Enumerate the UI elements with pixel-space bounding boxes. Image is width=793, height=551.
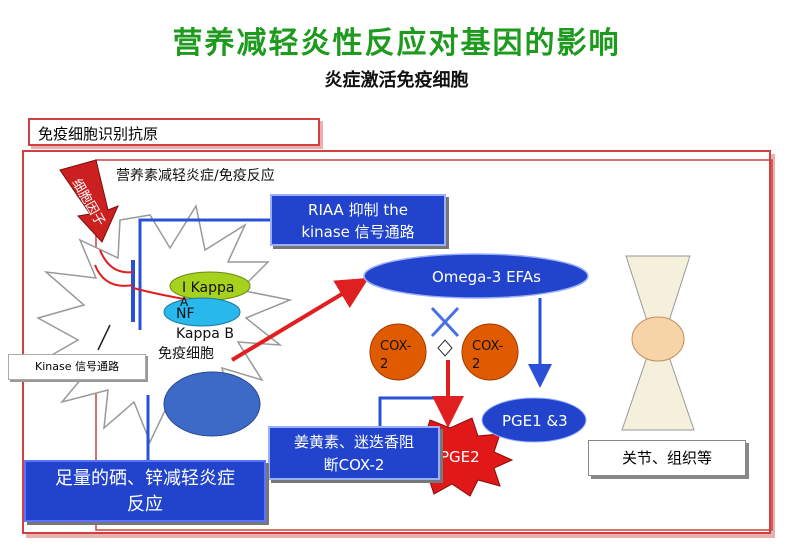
bone-lower bbox=[621, 353, 695, 431]
riaa-box: RIAA 抑制 the kinase 信号通路 bbox=[270, 194, 446, 246]
red-signal-2 bbox=[99, 249, 134, 274]
page-title: 营养减轻炎性反应对基因的影响 bbox=[172, 26, 621, 61]
riaa-connector bbox=[138, 218, 270, 330]
selenium-line1: 足量的硒、锌减轻炎症 bbox=[55, 468, 235, 489]
curcumin-connector bbox=[378, 396, 448, 426]
curcumin-line1: 姜黄素、迷迭香阻 bbox=[293, 433, 414, 451]
ikappa-label: I Kappa bbox=[182, 280, 234, 296]
block-cross-2 bbox=[430, 306, 460, 338]
riaa-line2: kinase 信号通路 bbox=[301, 223, 415, 241]
curcumin-line2: 断COX-2 bbox=[323, 456, 385, 474]
cox2-left-circle bbox=[369, 323, 427, 381]
selenium-line2: 反应 bbox=[127, 494, 163, 515]
joint-cartilage bbox=[631, 316, 685, 362]
immune-recognition-label: 免疫细胞识别抗原 bbox=[28, 118, 320, 146]
nutrient-reduce-label: 营养素减轻炎症/免疫反应 bbox=[116, 167, 275, 184]
cox2-left-line2: 2 bbox=[380, 357, 388, 372]
selenium-zinc-box: 足量的硒、锌减轻炎症 反应 bbox=[24, 460, 266, 522]
bone-upper bbox=[625, 255, 691, 325]
kinase-pathway-label: Kinase 信号通路 bbox=[8, 354, 146, 380]
red-signal-1 bbox=[94, 264, 134, 287]
cox2-left-label: COX- 2 bbox=[380, 339, 412, 372]
cox2-right-line1: COX- bbox=[472, 339, 504, 354]
immune-cell-label: 免疫细胞 bbox=[158, 346, 214, 362]
omega3-ellipse bbox=[363, 253, 589, 299]
joints-tissues-box: 关节、组织等 bbox=[588, 440, 746, 476]
cox2-right-line2: 2 bbox=[472, 357, 480, 372]
kappab-label: Kappa B bbox=[176, 326, 234, 342]
outer-frame bbox=[22, 150, 771, 534]
cox2-right-label: COX- 2 bbox=[472, 339, 504, 372]
nf-label: NF bbox=[176, 306, 195, 322]
riaa-line1: RIAA 抑制 the bbox=[308, 201, 408, 219]
pge13-ellipse bbox=[481, 397, 587, 443]
omega3-label: Omega-3 EFAs bbox=[432, 268, 541, 286]
pge13-label: PGE1 &3 bbox=[502, 412, 568, 430]
curcumin-box: 姜黄素、迷迭香阻 断COX-2 bbox=[268, 426, 440, 480]
a-label: A bbox=[180, 295, 189, 309]
cox2-left-line1: COX- bbox=[380, 339, 412, 354]
cox2-right-circle bbox=[461, 323, 519, 381]
page-subtitle: 炎症激活免疫细胞 bbox=[324, 70, 469, 91]
junction-diamond bbox=[437, 339, 453, 357]
omega3-arrow bbox=[230, 277, 369, 362]
kinase-pointer bbox=[97, 324, 111, 351]
cytokine-arrow-group: 细胞因子 bbox=[59, 159, 119, 243]
nucleus bbox=[163, 371, 261, 437]
pge2-label: PGE2 bbox=[440, 448, 480, 466]
nf-ellipse bbox=[163, 297, 241, 327]
